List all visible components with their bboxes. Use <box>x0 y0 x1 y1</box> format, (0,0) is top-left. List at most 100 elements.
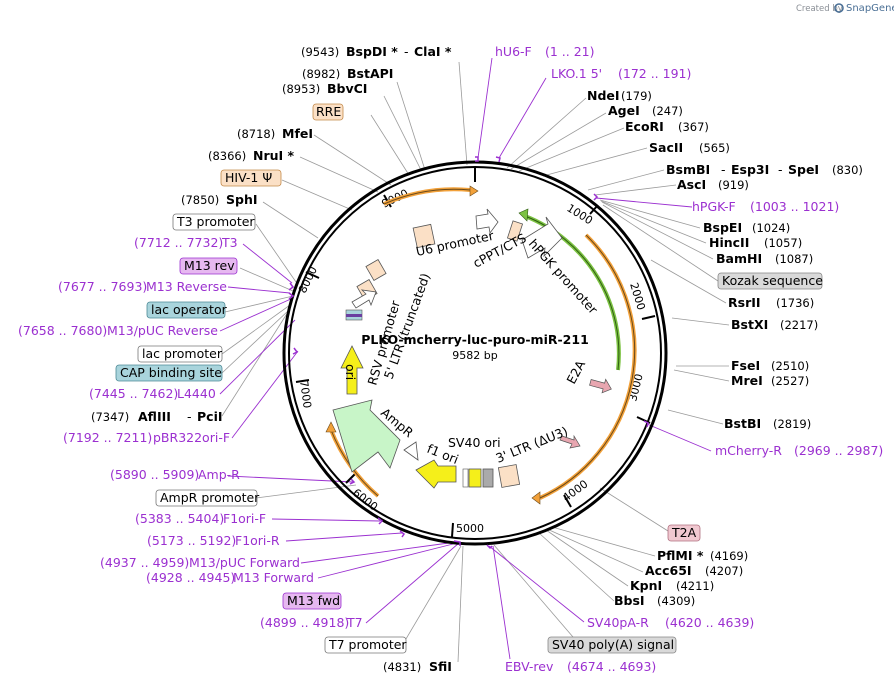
box-lac-promoter[interactable]: lac promoter <box>137 345 223 363</box>
svg-text:lac promoter: lac promoter <box>142 346 223 361</box>
site-bstxi[interactable]: BstXI <box>731 317 768 332</box>
snapgene-brand-text: SnapGene <box>846 3 894 14</box>
site-bamhi[interactable]: BamHI <box>716 251 762 266</box>
site-sphi[interactable]: SphI <box>226 192 258 207</box>
snapgene-logo-icon <box>834 3 844 13</box>
svg-text:-: - <box>187 409 192 424</box>
site-agei[interactable]: AgeI <box>608 103 640 118</box>
site-pos-bstxi: (2217) <box>780 318 818 332</box>
primer-range-lko1-5: (172 .. 191) <box>618 66 691 81</box>
site-sacii[interactable]: SacII <box>649 140 683 155</box>
site-afliii[interactable]: AflIII <box>138 409 171 424</box>
primer-f1ori-f[interactable]: F1ori-F <box>223 511 266 526</box>
svg-text:CAP binding site: CAP binding site <box>120 365 222 380</box>
svg-text:T2A: T2A <box>671 525 697 540</box>
site-clai[interactable]: ClaI * <box>414 44 452 59</box>
site-nrui[interactable]: NruI * <box>253 148 295 163</box>
site-bbsi[interactable]: BbsI <box>614 593 645 608</box>
primer-pbr322ori-f[interactable]: pBR322ori-F <box>153 430 230 445</box>
primer-t3[interactable]: T3 <box>221 235 238 250</box>
svg-text:M13 rev: M13 rev <box>184 258 235 273</box>
primer-sv40pa-r[interactable]: SV40pA-R <box>587 615 649 630</box>
box-cap-binding-site[interactable]: CAP binding site <box>115 364 223 382</box>
site-pos-bspdi: (9543) <box>301 45 339 59</box>
primer-m13-puc-forward[interactable]: M13/pUC Forward <box>189 555 300 570</box>
plasmid-name: PLKO-mcherry-luc-puro-miR-211 <box>361 332 589 347</box>
site-mrei[interactable]: MreI <box>731 373 763 388</box>
svg-text:-: - <box>778 162 783 177</box>
site-bsmbi[interactable]: BsmBI <box>666 162 710 177</box>
site-pos-bbsi: (4309) <box>657 594 695 608</box>
box-t3-promoter[interactable]: T3 promoter <box>172 213 255 231</box>
site-bstapi[interactable]: BstAPI <box>347 66 393 81</box>
box-m13-rev[interactable]: M13 rev <box>179 257 238 275</box>
site-bstbi[interactable]: BstBI <box>724 416 761 431</box>
primer-hpgk-f[interactable]: hPGK-F <box>692 199 736 214</box>
site-pos-bspei: (1024) <box>752 221 790 235</box>
label-ori: ori <box>343 364 358 380</box>
site-bspei[interactable]: BspEI <box>703 220 742 235</box>
site-pos-mrei: (2527) <box>771 374 809 388</box>
site-pos-acc65i: (4207) <box>705 564 743 578</box>
site-ecori[interactable]: EcoRI <box>625 119 664 134</box>
box-rre[interactable]: RRE <box>312 103 344 121</box>
box-m13-fwd[interactable]: M13 fwd <box>282 592 342 610</box>
site-pcii[interactable]: PciI <box>197 409 223 424</box>
primer-range-hu6-f: (1 .. 21) <box>545 44 595 59</box>
primer-t7[interactable]: T7 <box>346 615 363 630</box>
svg-text:lac operator: lac operator <box>151 302 228 317</box>
primer-mcherry-r[interactable]: mCherry-R <box>715 443 782 458</box>
t2a-arrow <box>559 434 581 449</box>
site-ndei[interactable]: NdeI <box>587 88 620 103</box>
site-pos-bbvci: (8953) <box>282 82 320 96</box>
primer-hu6-f[interactable]: hU6-F <box>495 44 532 59</box>
box-t2a[interactable]: T2A <box>667 524 701 542</box>
site-pos-bsmbi: (830) <box>832 163 863 177</box>
box-hiv1-psi[interactable]: HIV-1 Ψ <box>220 169 282 187</box>
site-pos-hincii: (1057) <box>764 236 802 250</box>
site-pflmi[interactable]: PflMI * <box>657 548 704 563</box>
ori-arrow <box>340 345 364 395</box>
site-mfei[interactable]: MfeI <box>282 126 313 141</box>
primer-lko1-5[interactable]: LKO.1 5' <box>551 66 602 81</box>
primer-range-f1ori-f: (5383 .. 5404) <box>135 511 224 526</box>
site-fsei[interactable]: FseI <box>731 358 760 373</box>
site-esp3i[interactable]: Esp3I <box>731 162 769 177</box>
plasmid-length: 9582 bp <box>452 349 497 362</box>
svg-text:HIV-1 Ψ: HIV-1 Ψ <box>225 170 272 185</box>
primer-m13-puc-reverse[interactable]: M13/pUC Reverse <box>107 323 218 338</box>
box-ampr-promoter[interactable]: AmpR promoter <box>155 489 260 507</box>
site-rsrii[interactable]: RsrII <box>728 295 761 310</box>
site-hincii[interactable]: HincII <box>709 235 749 250</box>
site-pos-sphi: (7850) <box>181 193 219 207</box>
f1-ori-arrow <box>415 459 457 489</box>
site-kpni[interactable]: KpnI <box>630 578 662 593</box>
site-pos-mfei: (8718) <box>237 127 275 141</box>
primer-range-m13-puc-reverse: (7658 .. 7680) <box>18 323 107 338</box>
site-bspdi[interactable]: BspDI * <box>346 44 398 59</box>
site-asci[interactable]: AscI <box>677 177 706 192</box>
tick-4000: 4000 <box>560 477 590 504</box>
position-ticks <box>295 168 656 538</box>
site-pos-bstapi: (8982) <box>302 67 340 81</box>
primer-range-t7: (4899 .. 4918) <box>260 615 349 630</box>
site-bbvci[interactable]: BbvCI <box>327 81 367 96</box>
box-lac-operator[interactable]: lac operator <box>146 301 228 319</box>
site-spei[interactable]: SpeI <box>788 162 819 177</box>
primer-ebv-rev[interactable]: EBV-rev <box>505 659 554 674</box>
primer-m13-forward[interactable]: M13 Forward <box>233 570 314 585</box>
rsv-promoter-arrow <box>351 289 377 309</box>
tick-1000: 1000 <box>564 202 595 228</box>
primer-range-l4440: (7445 .. 7462) <box>89 386 178 401</box>
primer-l4440[interactable]: L4440 <box>177 386 216 401</box>
primer-amp-r[interactable]: Amp-R <box>198 467 240 482</box>
box-sv40-polya-signal[interactable]: SV40 poly(A) signal <box>547 636 677 654</box>
primer-range-pbr322ori-f: (7192 .. 7211) <box>63 430 152 445</box>
primer-f1ori-r[interactable]: F1ori-R <box>235 533 280 548</box>
site-sfii[interactable]: SfiI <box>429 659 452 674</box>
primer-m13-reverse[interactable]: M13 Reverse <box>146 279 227 294</box>
primer-range-amp-r: (5890 .. 5909) <box>110 467 199 482</box>
site-acc65i[interactable]: Acc65I <box>645 563 692 578</box>
box-t7-promoter[interactable]: T7 promoter <box>324 636 407 654</box>
box-kozak-sequence[interactable]: Kozak sequence <box>717 272 823 290</box>
